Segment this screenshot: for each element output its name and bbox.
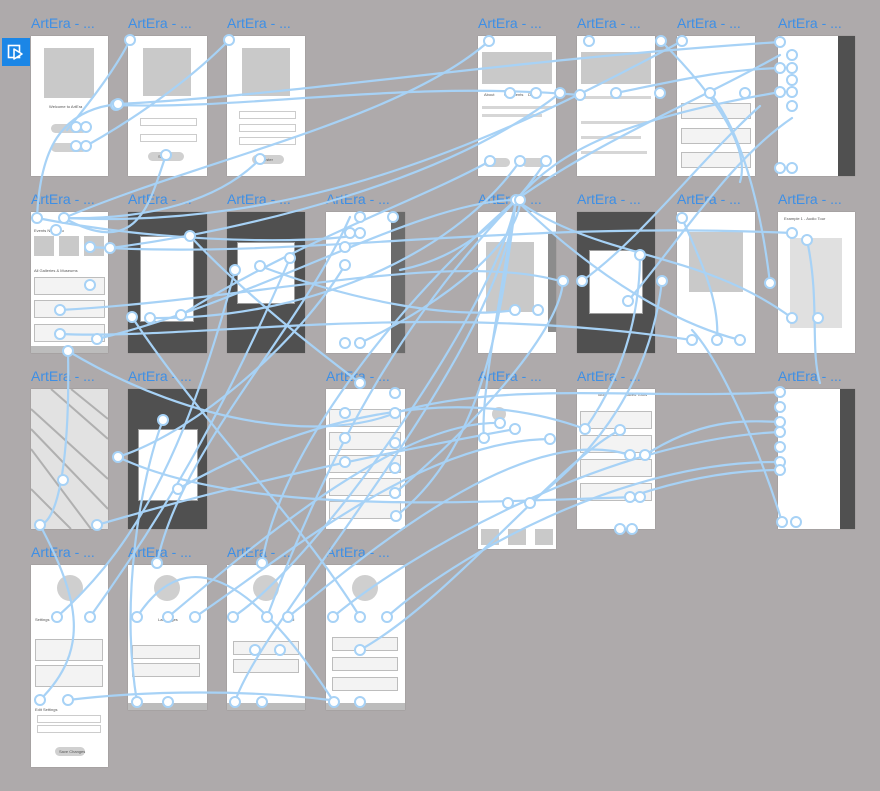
artboard-title[interactable]: ArtEra - ... bbox=[577, 368, 641, 384]
artboard-title[interactable]: ArtEra - ... bbox=[128, 15, 192, 31]
artboard-title[interactable]: ArtEra - ... bbox=[478, 368, 542, 384]
artboard-title[interactable]: ArtEra - ... bbox=[31, 368, 95, 384]
tour-tab-details[interactable]: Details bbox=[528, 92, 541, 97]
sign-in-button-label[interactable]: Sign In bbox=[158, 154, 171, 159]
profile-edit-title: Edit Settings bbox=[35, 707, 58, 712]
artboard-title[interactable]: ArtEra - ... bbox=[128, 544, 192, 560]
artboard-tour-plan[interactable] bbox=[478, 389, 556, 549]
profile-tab-saved[interactable]: Saved bbox=[283, 617, 295, 622]
artboard-title[interactable]: ArtEra - ... bbox=[31, 15, 95, 31]
artboard-title[interactable]: ArtEra - ... bbox=[577, 191, 641, 207]
tour-tab-comments[interactable]: Comments bbox=[504, 92, 524, 97]
profile-tab-languages[interactable]: Languages bbox=[158, 617, 178, 622]
artboard-title[interactable]: ArtEra - ... bbox=[128, 191, 192, 207]
artboard-side-menu[interactable] bbox=[326, 212, 405, 353]
home-section-events: Events Near You bbox=[34, 228, 64, 233]
artboard-title[interactable]: ArtEra - ... bbox=[478, 15, 542, 31]
artboard-profile-saved-2[interactable] bbox=[326, 565, 405, 710]
artboard-title[interactable]: ArtEra - ... bbox=[778, 15, 842, 31]
artboard-event-modal-2[interactable] bbox=[227, 212, 305, 353]
artboard-event-modal[interactable] bbox=[128, 212, 207, 353]
artboard-register[interactable]: Register bbox=[227, 36, 305, 176]
artboard-title[interactable]: ArtEra - ... bbox=[227, 544, 291, 560]
save-changes-button-label[interactable]: Save Changes bbox=[59, 749, 86, 754]
artboard-sign-in[interactable]: Sign In bbox=[128, 36, 207, 176]
artboard-saved-tours[interactable]: Tours Saved Tours bbox=[577, 389, 655, 529]
artboard-title[interactable]: ArtEra - ... bbox=[778, 368, 842, 384]
artboard-gallery-list[interactable] bbox=[326, 389, 405, 529]
saved-tab-saved-tours[interactable]: Saved Tours bbox=[625, 392, 648, 397]
welcome-heading: Welcome to ArtEra bbox=[49, 104, 83, 109]
artboard-title[interactable]: ArtEra - ... bbox=[577, 15, 641, 31]
artboard-profile-edit[interactable]: Settings Edit Settings Save Changes bbox=[31, 565, 108, 767]
artboard-title[interactable]: ArtEra - ... bbox=[677, 15, 741, 31]
artboard-title[interactable]: ArtEra - ... bbox=[326, 191, 390, 207]
artboard-gallery-modal[interactable] bbox=[128, 389, 207, 529]
artboard-title[interactable]: ArtEra - ... bbox=[778, 191, 842, 207]
play-preview-icon bbox=[7, 44, 23, 60]
artboard-profile-languages[interactable]: Languages bbox=[128, 565, 207, 710]
artboard-title[interactable]: ArtEra - ... bbox=[128, 368, 192, 384]
artboard-title[interactable]: ArtEra - ... bbox=[326, 544, 390, 560]
saved-tab-tours[interactable]: Tours bbox=[597, 392, 607, 397]
artboard-welcome[interactable]: Welcome to ArtEra bbox=[31, 36, 108, 176]
register-button-label[interactable]: Register bbox=[258, 157, 273, 162]
artboard-tour-details[interactable] bbox=[677, 36, 755, 176]
artboard-map[interactable] bbox=[31, 389, 108, 529]
profile-edit-tab[interactable]: Settings bbox=[35, 617, 50, 622]
artboard-title[interactable]: ArtEra - ... bbox=[31, 544, 95, 560]
home-section-galleries: All Galleries & Museums bbox=[34, 268, 78, 273]
artboard-tour-comments[interactable] bbox=[577, 36, 655, 176]
artboard-audio-tour[interactable] bbox=[677, 212, 755, 353]
artboard-title[interactable]: ArtEra - ... bbox=[677, 191, 741, 207]
artboard-menu-overlay-2[interactable] bbox=[778, 389, 855, 529]
artboard-title[interactable]: ArtEra - ... bbox=[31, 191, 95, 207]
example-title: Example 1 - Audio Tour bbox=[784, 216, 826, 221]
artboard-menu-overlay[interactable] bbox=[778, 36, 855, 176]
artboard-title[interactable]: ArtEra - ... bbox=[326, 368, 390, 384]
artboard-tour-modal[interactable] bbox=[577, 212, 655, 353]
artboard-title[interactable]: ArtEra - ... bbox=[227, 15, 291, 31]
artboard-title[interactable]: ArtEra - ... bbox=[227, 191, 291, 207]
artboard-title[interactable]: ArtEra - ... bbox=[478, 191, 542, 207]
artboard-tour-start[interactable] bbox=[478, 212, 556, 353]
artboard-tour-about[interactable]: About Comments Details bbox=[478, 36, 556, 176]
artboard-profile-saved[interactable]: Saved bbox=[227, 565, 305, 710]
preview-play-button[interactable] bbox=[2, 38, 30, 66]
artboard-home[interactable]: Events Near You All Galleries & Museums bbox=[31, 212, 108, 353]
artboard-example-audio-tour[interactable]: Example 1 - Audio Tour bbox=[778, 212, 855, 353]
tour-tab-about[interactable]: About bbox=[484, 92, 495, 97]
